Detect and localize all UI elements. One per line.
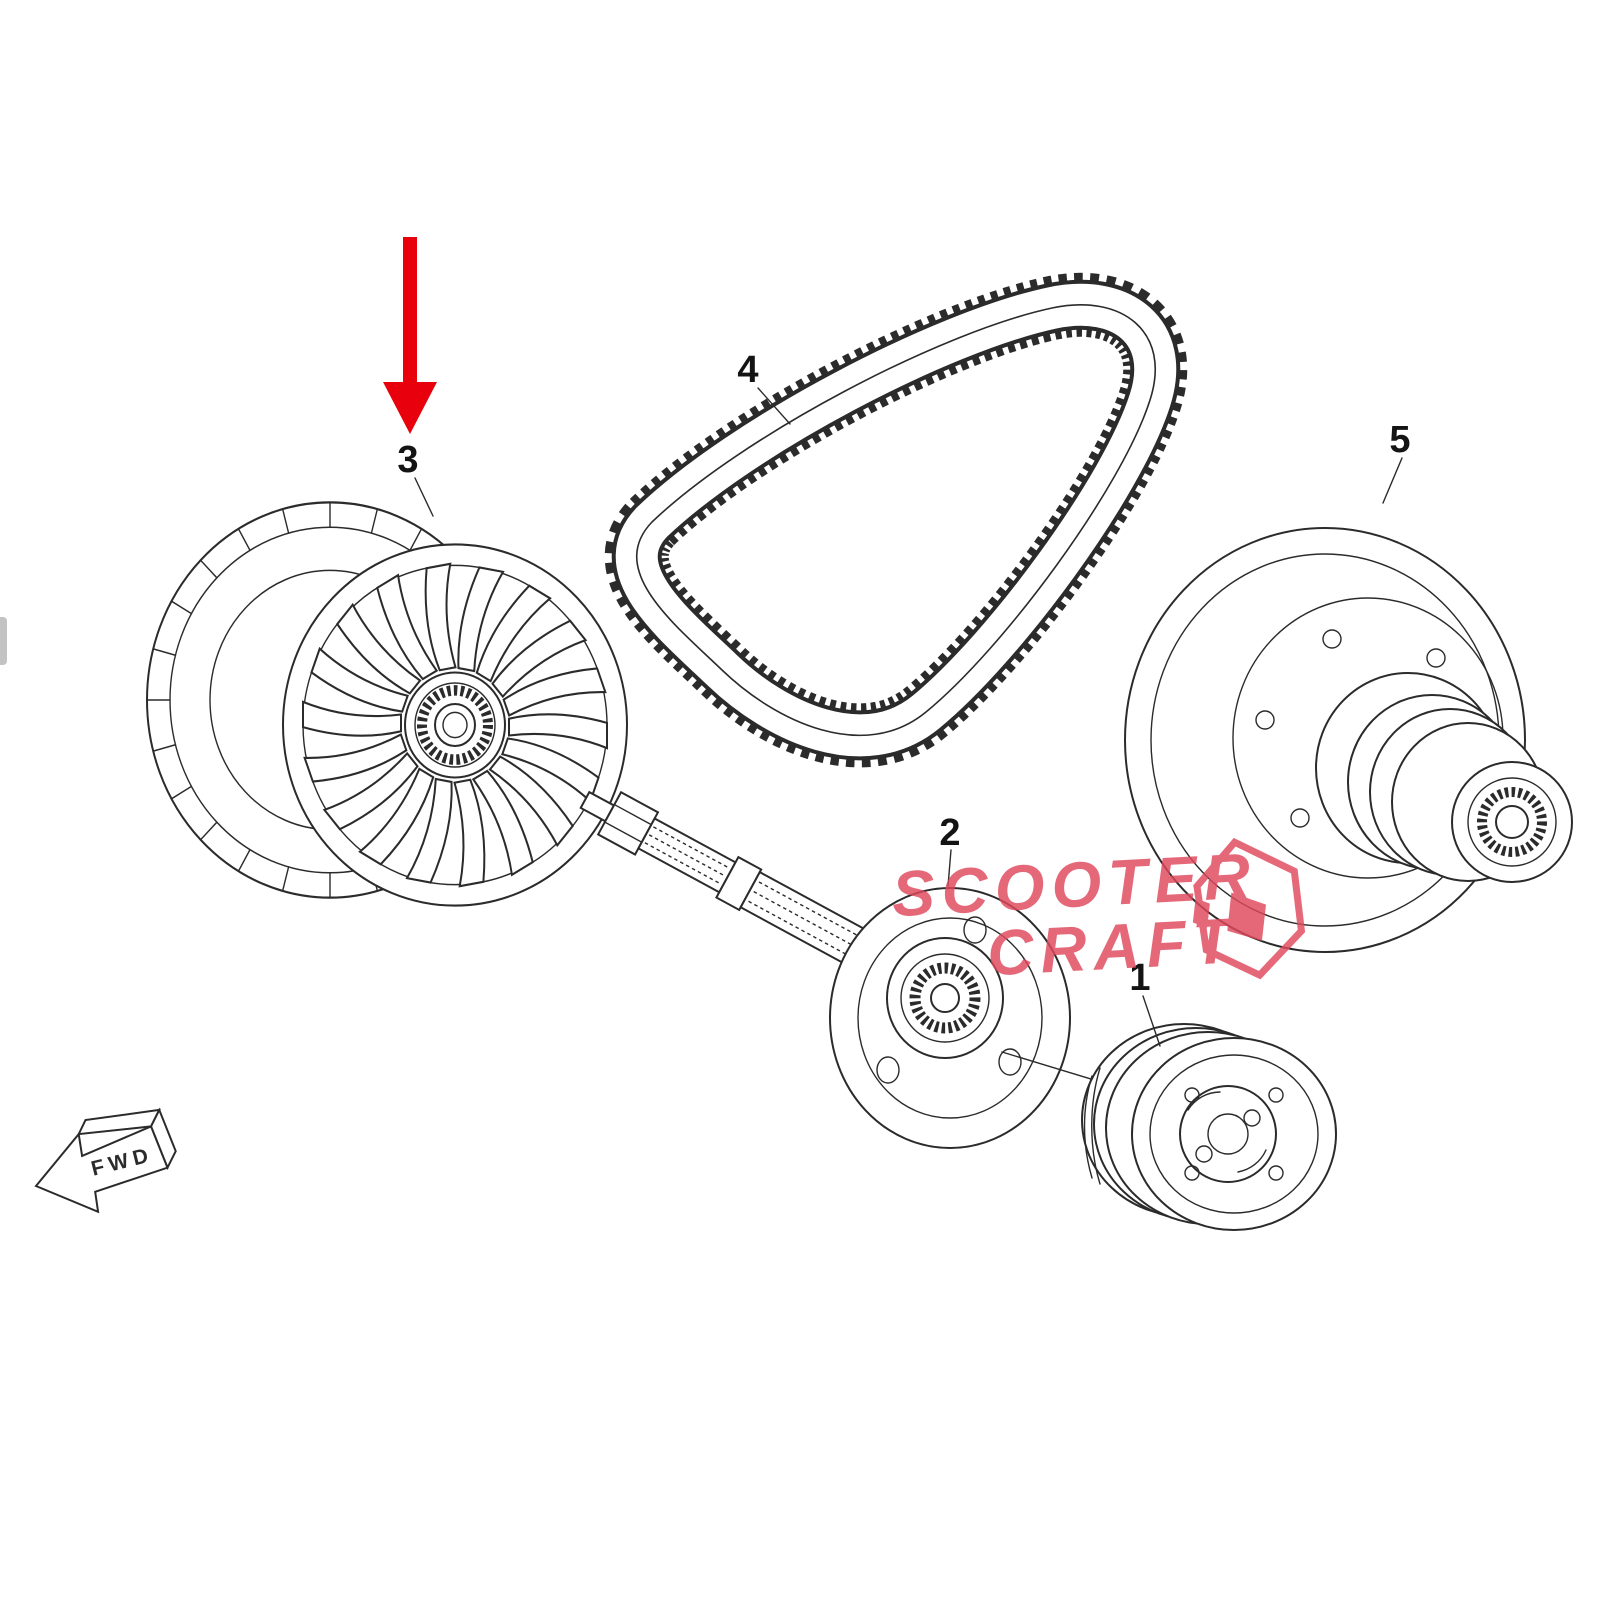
drive-belt: [637, 305, 1156, 736]
part-label-3: 3: [397, 439, 418, 481]
clutch-hub: [829, 887, 1161, 1149]
fwd-arrow-icon: FWD: [34, 1107, 177, 1214]
part-label-2: 2: [939, 812, 960, 854]
input-shaft: [579, 790, 929, 1000]
part-label-1: 1: [1129, 957, 1150, 999]
part-label-5: 5: [1389, 419, 1410, 461]
edge-artifact: [0, 617, 7, 665]
highlight-arrow-icon: [383, 237, 437, 434]
part-label-4: 4: [737, 349, 758, 391]
leader-lines: [414, 387, 1403, 1047]
watermark: SCOOTER CRAFT: [890, 837, 1306, 989]
watermark-logo-icon: [1192, 837, 1306, 980]
centrifugal-clutch: [1081, 1023, 1337, 1231]
driven-pulley: [1124, 527, 1573, 953]
variator-fan-face: [282, 543, 628, 907]
